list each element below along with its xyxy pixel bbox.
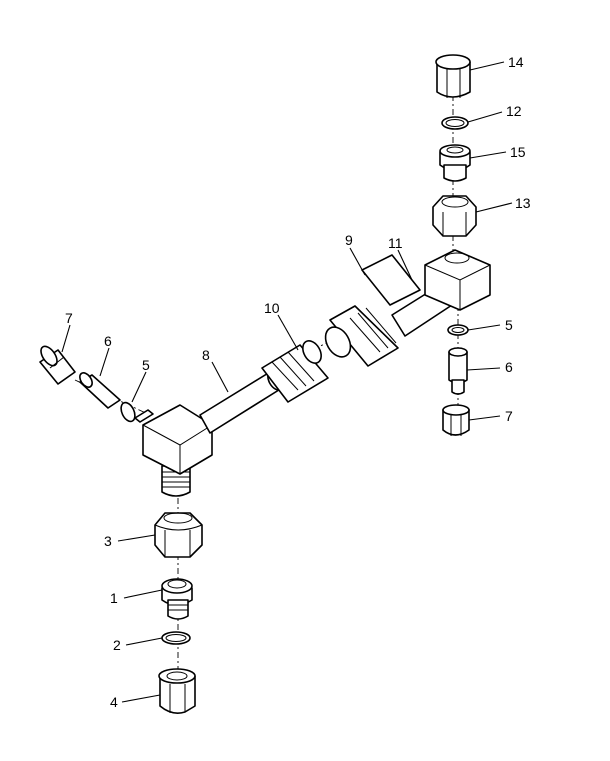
callout-8: 8 <box>202 347 210 363</box>
callout-7-left: 7 <box>65 310 73 326</box>
part-1-adapter <box>161 578 193 620</box>
part-5-right-o-ring <box>447 324 469 336</box>
callout-12: 12 <box>506 103 522 119</box>
part-7-right-nut <box>442 404 470 436</box>
part-4-nut <box>158 668 196 714</box>
part-10-coupler <box>261 340 329 403</box>
callout-labels: 1 2 3 4 5 5 6 6 7 7 8 9 10 11 12 13 14 1… <box>65 54 531 710</box>
callout-2: 2 <box>113 637 121 653</box>
callout-1: 1 <box>110 590 118 606</box>
part-12-o-ring <box>441 116 469 130</box>
callout-10: 10 <box>264 300 280 316</box>
callout-6-left: 6 <box>104 333 112 349</box>
callout-4: 4 <box>110 694 118 710</box>
callout-5-right: 5 <box>505 317 513 333</box>
part-3-hex-nut <box>154 512 203 558</box>
part-2-o-ring <box>161 631 191 645</box>
callout-9: 9 <box>345 232 353 248</box>
part-14-cap <box>435 54 471 98</box>
left-elbow-body <box>134 404 213 497</box>
callout-13: 13 <box>515 195 531 211</box>
part-13-hex-nut <box>432 195 477 237</box>
part-9-sleeve <box>361 254 421 306</box>
part-7-left-nut <box>39 345 76 385</box>
part-5-left-o-ring <box>120 401 136 423</box>
part-15-adapter <box>439 144 471 182</box>
right-tee-body <box>424 249 491 311</box>
callout-11: 11 <box>388 235 403 251</box>
leader-lines <box>61 61 513 703</box>
part-6-right-fitting <box>448 347 468 395</box>
part-6-left-fitting <box>79 372 121 409</box>
callout-3: 3 <box>104 533 112 549</box>
callout-14: 14 <box>508 54 524 70</box>
callout-15: 15 <box>510 144 526 160</box>
callout-6-right: 6 <box>505 359 513 375</box>
callout-7-right: 7 <box>505 408 513 424</box>
callout-5-left: 5 <box>142 357 150 373</box>
